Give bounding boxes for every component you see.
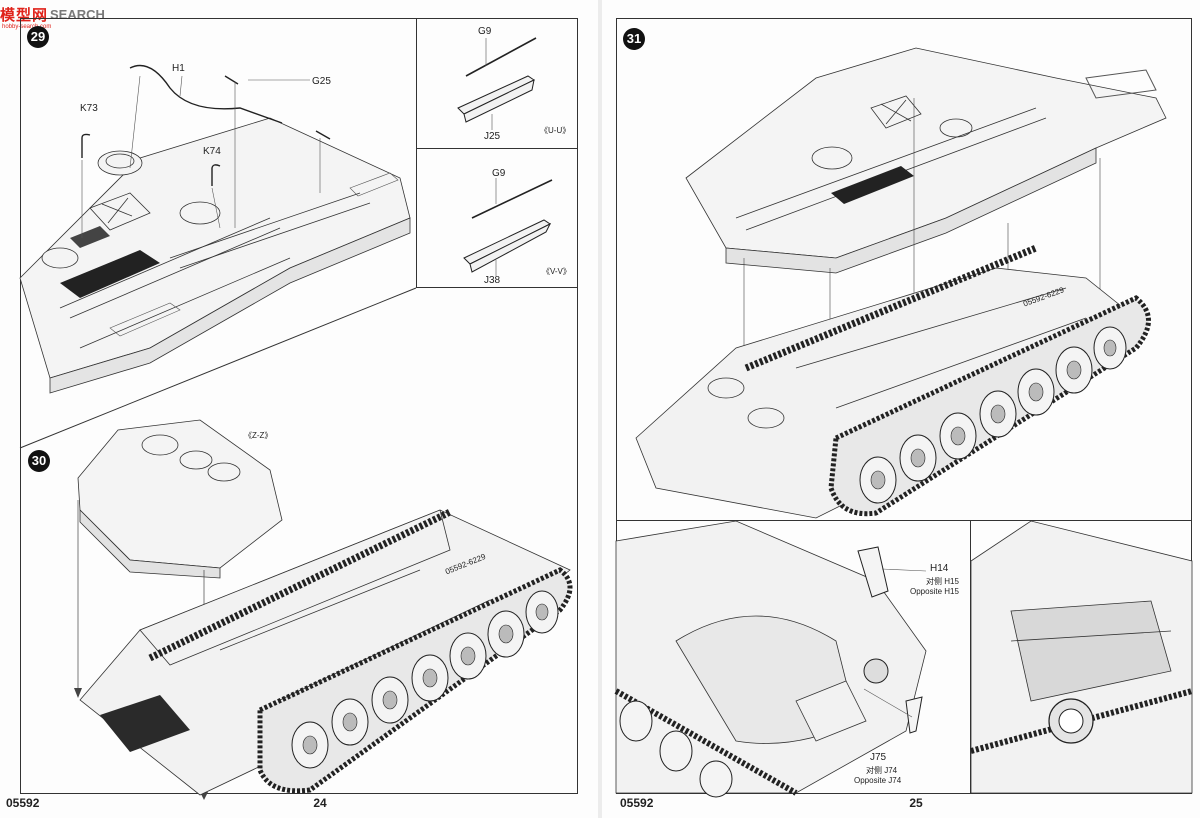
detail-vv-illustration <box>463 178 553 276</box>
watermark-logo: 模型网 SEARCH hobby-search.com <box>0 2 105 31</box>
step-31-badge: 31 <box>623 28 645 50</box>
callout-j75-en: Opposite J74 <box>854 776 902 785</box>
callout-g25: G25 <box>312 76 331 87</box>
right-page-number: 25 <box>909 796 923 810</box>
detail-panel-right-illustration <box>970 520 1193 794</box>
step-29-number: 29 <box>30 29 46 44</box>
step-31-illustration <box>635 47 1167 519</box>
detail-uu-illustration <box>457 37 537 130</box>
callout-h14-en: Opposite H15 <box>910 587 959 596</box>
detail-panel-left-illustration <box>614 520 927 798</box>
detail-vv-view-label: 《V-V》 <box>542 267 571 276</box>
right-page: 31 <box>602 0 1200 818</box>
detail-uu-view-label: 《U-U》 <box>540 126 571 135</box>
right-page-code: 05592 <box>620 796 654 810</box>
detail-box-vv <box>416 148 578 288</box>
detail-panels-vertical-divider <box>970 520 971 794</box>
page-gutter <box>598 0 602 818</box>
watermark-brand-en: SEARCH <box>50 6 105 22</box>
step-30-badge: 30 <box>28 450 50 472</box>
callout-j75-cn: 对侧 J74 <box>866 766 898 775</box>
left-page-number: 24 <box>313 796 327 810</box>
right-page-frame <box>616 18 1192 794</box>
watermark-brand-cn: 模型网 <box>0 5 49 24</box>
detail-vv-part-g9: G9 <box>492 168 506 179</box>
step-30-view-label: 《Z-Z》 <box>244 431 273 440</box>
left-page-code: 05592 <box>6 796 40 810</box>
left-page: 模型网 SEARCH hobby-search.com 29 <box>0 0 598 818</box>
callout-j75-part: J75 <box>870 752 887 763</box>
step-30-illustration <box>74 419 573 800</box>
detail-uu-part-j25: J25 <box>484 131 501 142</box>
step-31-number: 31 <box>626 31 642 46</box>
callout-h14-part: H14 <box>930 563 949 574</box>
step-29-badge: 29 <box>27 26 49 48</box>
step-divider-line <box>19 287 417 449</box>
step-30-number: 30 <box>31 453 47 468</box>
callout-h1: H1 <box>172 63 185 74</box>
step-29-illustration <box>19 64 411 394</box>
detail-panels-divider <box>616 520 1192 521</box>
callout-h14-cn: 对侧 H15 <box>926 577 959 586</box>
callout-k74: K74 <box>203 146 221 157</box>
watermark-url: hobby-search.com <box>2 24 52 30</box>
detail-uu-part-g9: G9 <box>478 26 492 37</box>
left-page-frame <box>20 18 578 794</box>
detail-vv-part-j38: J38 <box>484 275 501 286</box>
callout-k73: K73 <box>80 103 98 114</box>
